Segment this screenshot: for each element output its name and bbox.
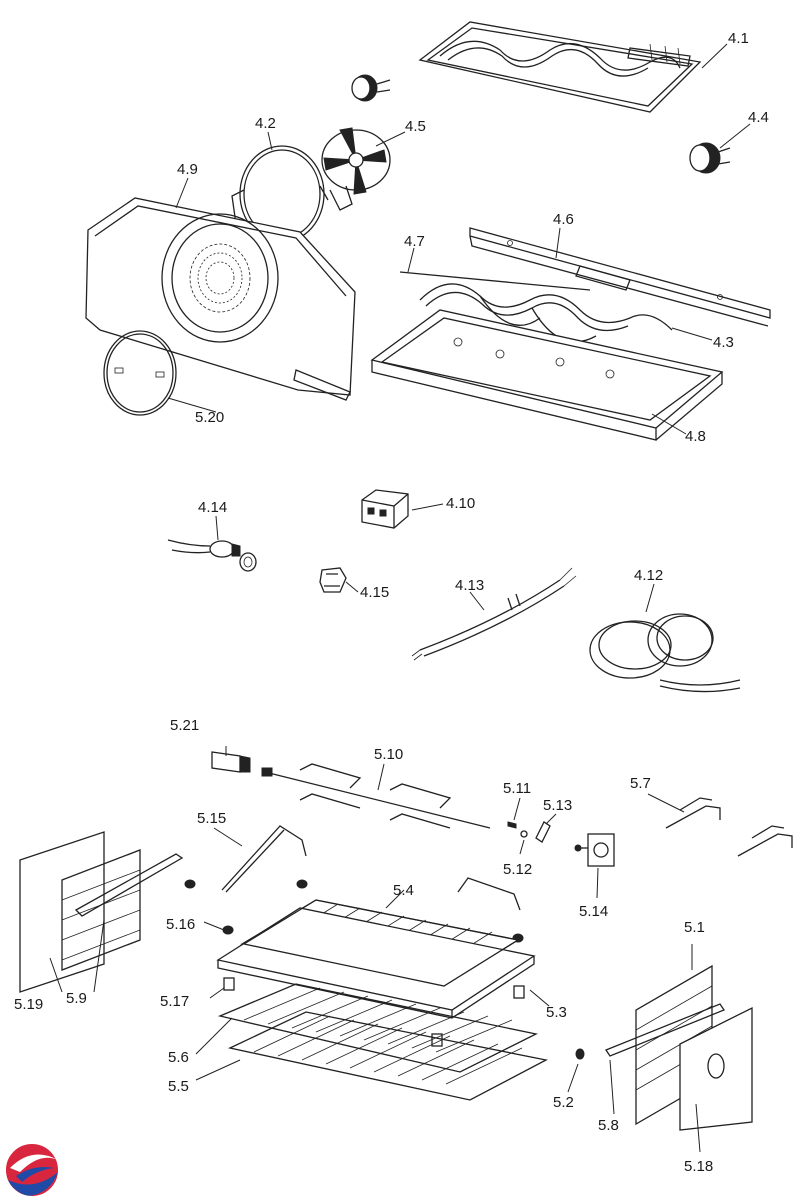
label-4-9: 4.9 bbox=[177, 161, 198, 178]
label-4-8: 4.8 bbox=[685, 428, 706, 445]
part-rotisserie-motor bbox=[574, 833, 615, 867]
part-rack-hooks bbox=[665, 797, 793, 857]
part-fan-motor bbox=[321, 127, 391, 211]
label-5-20: 5.20 bbox=[195, 409, 224, 426]
label-4-13: 4.13 bbox=[455, 577, 484, 594]
part-lower-rack bbox=[227, 1011, 548, 1101]
part-wire-rack bbox=[217, 983, 538, 1073]
part-left-side-panel bbox=[19, 831, 184, 993]
part-bottom-heating-element bbox=[399, 271, 673, 343]
label-5-10: 5.10 bbox=[374, 746, 403, 763]
label-5-3: 5.3 bbox=[546, 1004, 567, 1021]
label-4-7: 4.7 bbox=[404, 233, 425, 250]
label-4-10: 4.10 bbox=[446, 495, 475, 512]
label-4-12: 4.12 bbox=[634, 567, 663, 584]
part-knob-unlabeled bbox=[351, 74, 391, 102]
part-coiled-cable bbox=[589, 613, 741, 693]
part-back-panel bbox=[85, 197, 356, 401]
label-5-18: 5.18 bbox=[684, 1158, 713, 1175]
label-5-19: 5.19 bbox=[14, 996, 43, 1013]
label-5-6: 5.6 bbox=[168, 1049, 189, 1066]
label-5-17: 5.17 bbox=[160, 993, 189, 1010]
label-5-4: 5.4 bbox=[393, 882, 414, 899]
label-5-1: 5.1 bbox=[684, 919, 705, 936]
part-feet bbox=[184, 879, 525, 1047]
label-5-14: 5.14 bbox=[579, 903, 608, 920]
part-cable bbox=[411, 567, 577, 661]
part-spit-handle bbox=[211, 751, 251, 773]
part-knob-4-4 bbox=[689, 142, 731, 174]
label-5-7: 5.7 bbox=[630, 775, 651, 792]
label-5-9: 5.9 bbox=[66, 990, 87, 1007]
part-labels: 4.1 4.2 4.5 4.4 4.9 4.6 4.7 4.3 4.8 5.20… bbox=[14, 30, 769, 1175]
leader-lines bbox=[49, 43, 751, 1153]
part-round-cover bbox=[103, 330, 177, 416]
label-5-5: 5.5 bbox=[168, 1078, 189, 1095]
part-bracket-bar bbox=[469, 227, 771, 327]
label-5-13: 5.13 bbox=[543, 797, 572, 814]
brand-swirl-logo bbox=[4, 1142, 60, 1198]
label-4-15: 4.15 bbox=[360, 584, 389, 601]
label-4-3: 4.3 bbox=[713, 334, 734, 351]
label-4-2: 4.2 bbox=[255, 115, 276, 132]
label-5-12: 5.12 bbox=[503, 861, 532, 878]
part-rotisserie-spit bbox=[261, 763, 491, 829]
label-4-14: 4.14 bbox=[198, 499, 227, 516]
label-5-16: 5.16 bbox=[166, 916, 195, 933]
label-4-6: 4.6 bbox=[553, 211, 574, 228]
part-right-side-panel bbox=[575, 964, 753, 1131]
label-5-8: 5.8 bbox=[598, 1117, 619, 1134]
part-screws-small bbox=[507, 821, 551, 843]
part-clip bbox=[319, 567, 347, 593]
label-5-2: 5.2 bbox=[553, 1094, 574, 1111]
part-wire-handle bbox=[221, 825, 307, 893]
label-4-5: 4.5 bbox=[405, 118, 426, 135]
label-5-11: 5.11 bbox=[503, 780, 531, 797]
label-5-21: 5.21 bbox=[170, 717, 199, 734]
label-4-4: 4.4 bbox=[748, 109, 769, 126]
part-top-heating-element bbox=[418, 21, 702, 113]
part-lamp bbox=[167, 539, 257, 572]
part-drip-pan bbox=[216, 899, 536, 1019]
label-5-15: 5.15 bbox=[197, 810, 226, 827]
part-bottom-tray bbox=[370, 309, 724, 441]
part-terminal-block bbox=[361, 489, 409, 529]
label-4-1: 4.1 bbox=[728, 30, 749, 47]
